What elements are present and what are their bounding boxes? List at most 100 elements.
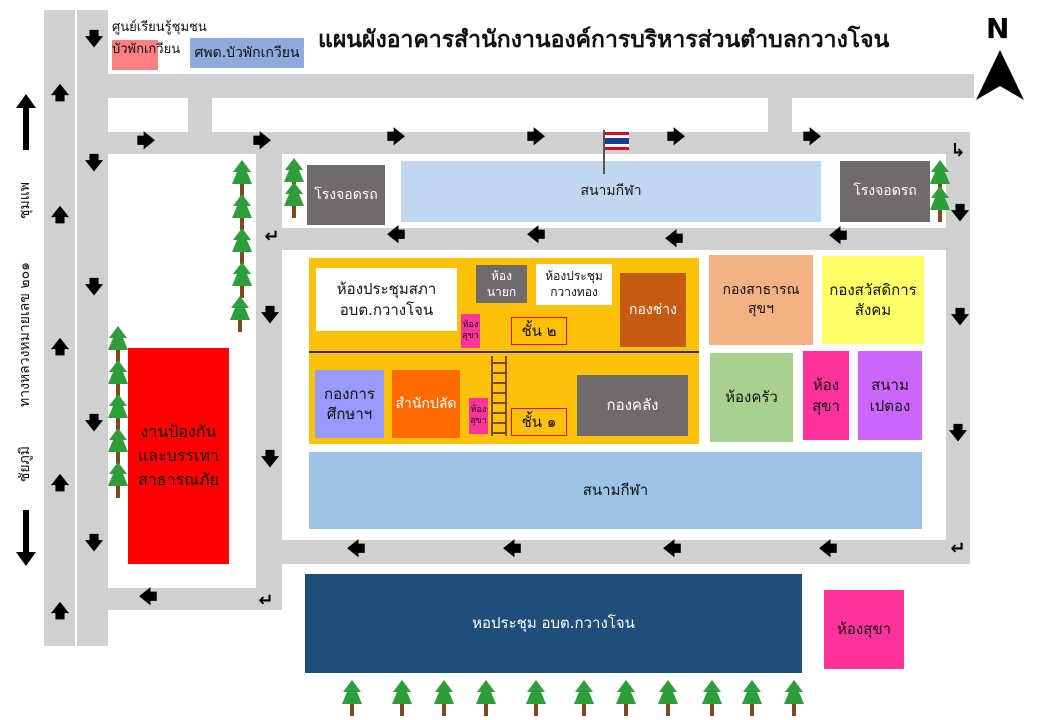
learning-center-sub-label: บัวพักเกวียน <box>112 42 181 57</box>
arrow-down-icon: 🡇 <box>260 449 280 470</box>
arrow-left-icon: 🡄 <box>346 539 366 560</box>
arrow-turn-icon: ↵ <box>264 225 280 247</box>
stairs-icon <box>491 356 507 436</box>
arrow-right-icon: 🡆 <box>136 131 156 152</box>
arrow-down-icon: 🡇 <box>84 413 104 434</box>
tree-icon <box>108 462 128 498</box>
floor-1-label: ชั้น ๑ <box>511 408 567 436</box>
tree-icon <box>284 182 304 218</box>
arrow-up-icon: 🡅 <box>50 205 70 226</box>
tree-icon <box>784 680 804 716</box>
arrow-left-icon: 🡄 <box>818 539 838 560</box>
tree-icon <box>230 296 250 332</box>
tree-icon <box>232 194 252 230</box>
arrow-up-icon: 🡅 <box>50 83 70 104</box>
education-division: กองการ ศึกษาฯ <box>315 370 384 438</box>
arrow-left-icon: 🡄 <box>138 587 158 608</box>
restroom-floor-1: ห้อง สุขา <box>469 398 488 434</box>
tree-icon <box>108 428 128 464</box>
meeting-hall: หอประชุม อบต.กวางโจน <box>305 574 802 673</box>
arrow-up-icon: 🡅 <box>50 473 70 494</box>
library-building: ศพด.บัวพักเกวียน <box>190 38 304 68</box>
tree-icon <box>108 326 128 362</box>
arrow-left-icon: 🡄 <box>662 539 682 560</box>
arrow-right-icon: 🡆 <box>802 127 822 148</box>
arrow-down-icon: 🡇 <box>948 423 968 444</box>
kitchen: ห้องครัว <box>710 353 793 442</box>
meeting-room-kwangthong: ห้องประชุม กวางทอง <box>536 264 612 305</box>
arrow-down-large-icon <box>16 510 36 566</box>
chaiyaphum-label: ชัยภูมิ <box>17 446 33 483</box>
tree-icon <box>108 360 128 396</box>
tree-icon <box>392 680 412 716</box>
arrow-right-icon: 🡆 <box>252 131 272 152</box>
road-inner-row <box>256 228 970 250</box>
arrow-left-icon: 🡄 <box>502 539 522 560</box>
restroom-right: ห้อง สุขา <box>803 351 849 440</box>
road-upper-loop <box>108 132 970 154</box>
arrow-down-icon: 🡇 <box>84 153 104 174</box>
tree-icon <box>702 680 722 716</box>
garage-right: โรงจอดรถ <box>840 161 930 222</box>
tree-icon <box>476 680 496 716</box>
restroom-bottom: ห้องสุขา <box>824 590 904 669</box>
road-loop-left <box>256 132 282 610</box>
road-connector-2 <box>768 98 792 132</box>
road-top-horizontal <box>108 74 974 98</box>
disaster-prevention: งานป้องกัน และบรรเทา สาธารณภัย <box>128 348 229 564</box>
restroom-floor-2: ห้อง สุขา <box>461 314 480 348</box>
arrow-down-icon: 🡇 <box>84 533 104 554</box>
arrow-right-icon: 🡆 <box>386 127 406 148</box>
petong-field: สนาม เปตอง <box>858 351 922 440</box>
road-loop-right <box>946 132 970 564</box>
arrow-up-large-icon <box>16 94 36 150</box>
map-title: แผนผังอาคารสำนักงานองค์การบริหารส่วนตำบล… <box>318 27 890 53</box>
arrow-down-icon: 🡇 <box>84 277 104 298</box>
arrow-right-icon: 🡆 <box>526 127 546 148</box>
arrow-left-icon: 🡄 <box>828 226 848 247</box>
tree-icon <box>574 680 594 716</box>
clerk-office: สำนักปลัด <box>392 370 460 438</box>
arrow-left-icon: 🡄 <box>664 229 684 250</box>
arrow-turn-icon: ↳ <box>950 139 966 161</box>
sports-field-bottom: สนามกีฬา <box>309 452 922 529</box>
flag-icon <box>603 130 629 174</box>
garage-left: โรงจอดรถ <box>307 165 385 225</box>
learning-center-building <box>112 40 158 70</box>
arrow-left-icon: 🡄 <box>386 225 406 246</box>
floor-divider <box>309 351 699 353</box>
arrow-down-icon: 🡇 <box>950 307 970 328</box>
chum-phae-label: ชุมแพ <box>17 182 33 219</box>
arrow-turn-icon: ↵ <box>950 537 966 559</box>
tree-icon <box>232 160 252 196</box>
tree-icon <box>108 394 128 430</box>
tree-icon <box>526 680 546 716</box>
learning-center-label: ศูนย์เรียนรู้ชุมชน <box>112 20 207 35</box>
council-meeting-room: ห้องประชุมสภา อบต.กวางโจน <box>316 268 457 331</box>
arrow-down-icon: 🡇 <box>260 305 280 326</box>
tree-icon <box>930 186 950 222</box>
arrow-up-icon: 🡅 <box>50 337 70 358</box>
arrow-turn-icon: ↵ <box>258 589 274 611</box>
mayor-room: ห้องนายก <box>476 265 527 303</box>
public-health-division: กองสาธารณสุขฯ <box>709 255 813 345</box>
arrow-down-icon: 🡇 <box>950 203 970 224</box>
tree-icon <box>232 228 252 264</box>
tree-icon <box>742 680 762 716</box>
social-welfare-division: กองสวัสดิการ สังคม <box>822 256 924 344</box>
arrow-up-icon: 🡅 <box>50 601 70 622</box>
north-label: N <box>986 12 1010 45</box>
sports-field-top: สนามกีฬา <box>401 161 821 222</box>
arrow-down-icon: 🡇 <box>84 29 104 50</box>
tree-icon <box>434 680 454 716</box>
tree-icon <box>342 680 362 716</box>
engineering-division: กองช่าง <box>620 273 686 347</box>
road-lower-loop <box>256 540 970 564</box>
highway-label: ทางหลวงหมายเลข ๒๐๑ <box>17 262 33 407</box>
arrow-left-icon: 🡄 <box>526 225 546 246</box>
tree-icon <box>616 680 636 716</box>
arrow-right-icon: 🡆 <box>666 127 686 148</box>
north-arrow-icon <box>976 50 1024 100</box>
finance-division: กองคลัง <box>577 375 688 436</box>
road-bottom-left <box>108 588 282 610</box>
